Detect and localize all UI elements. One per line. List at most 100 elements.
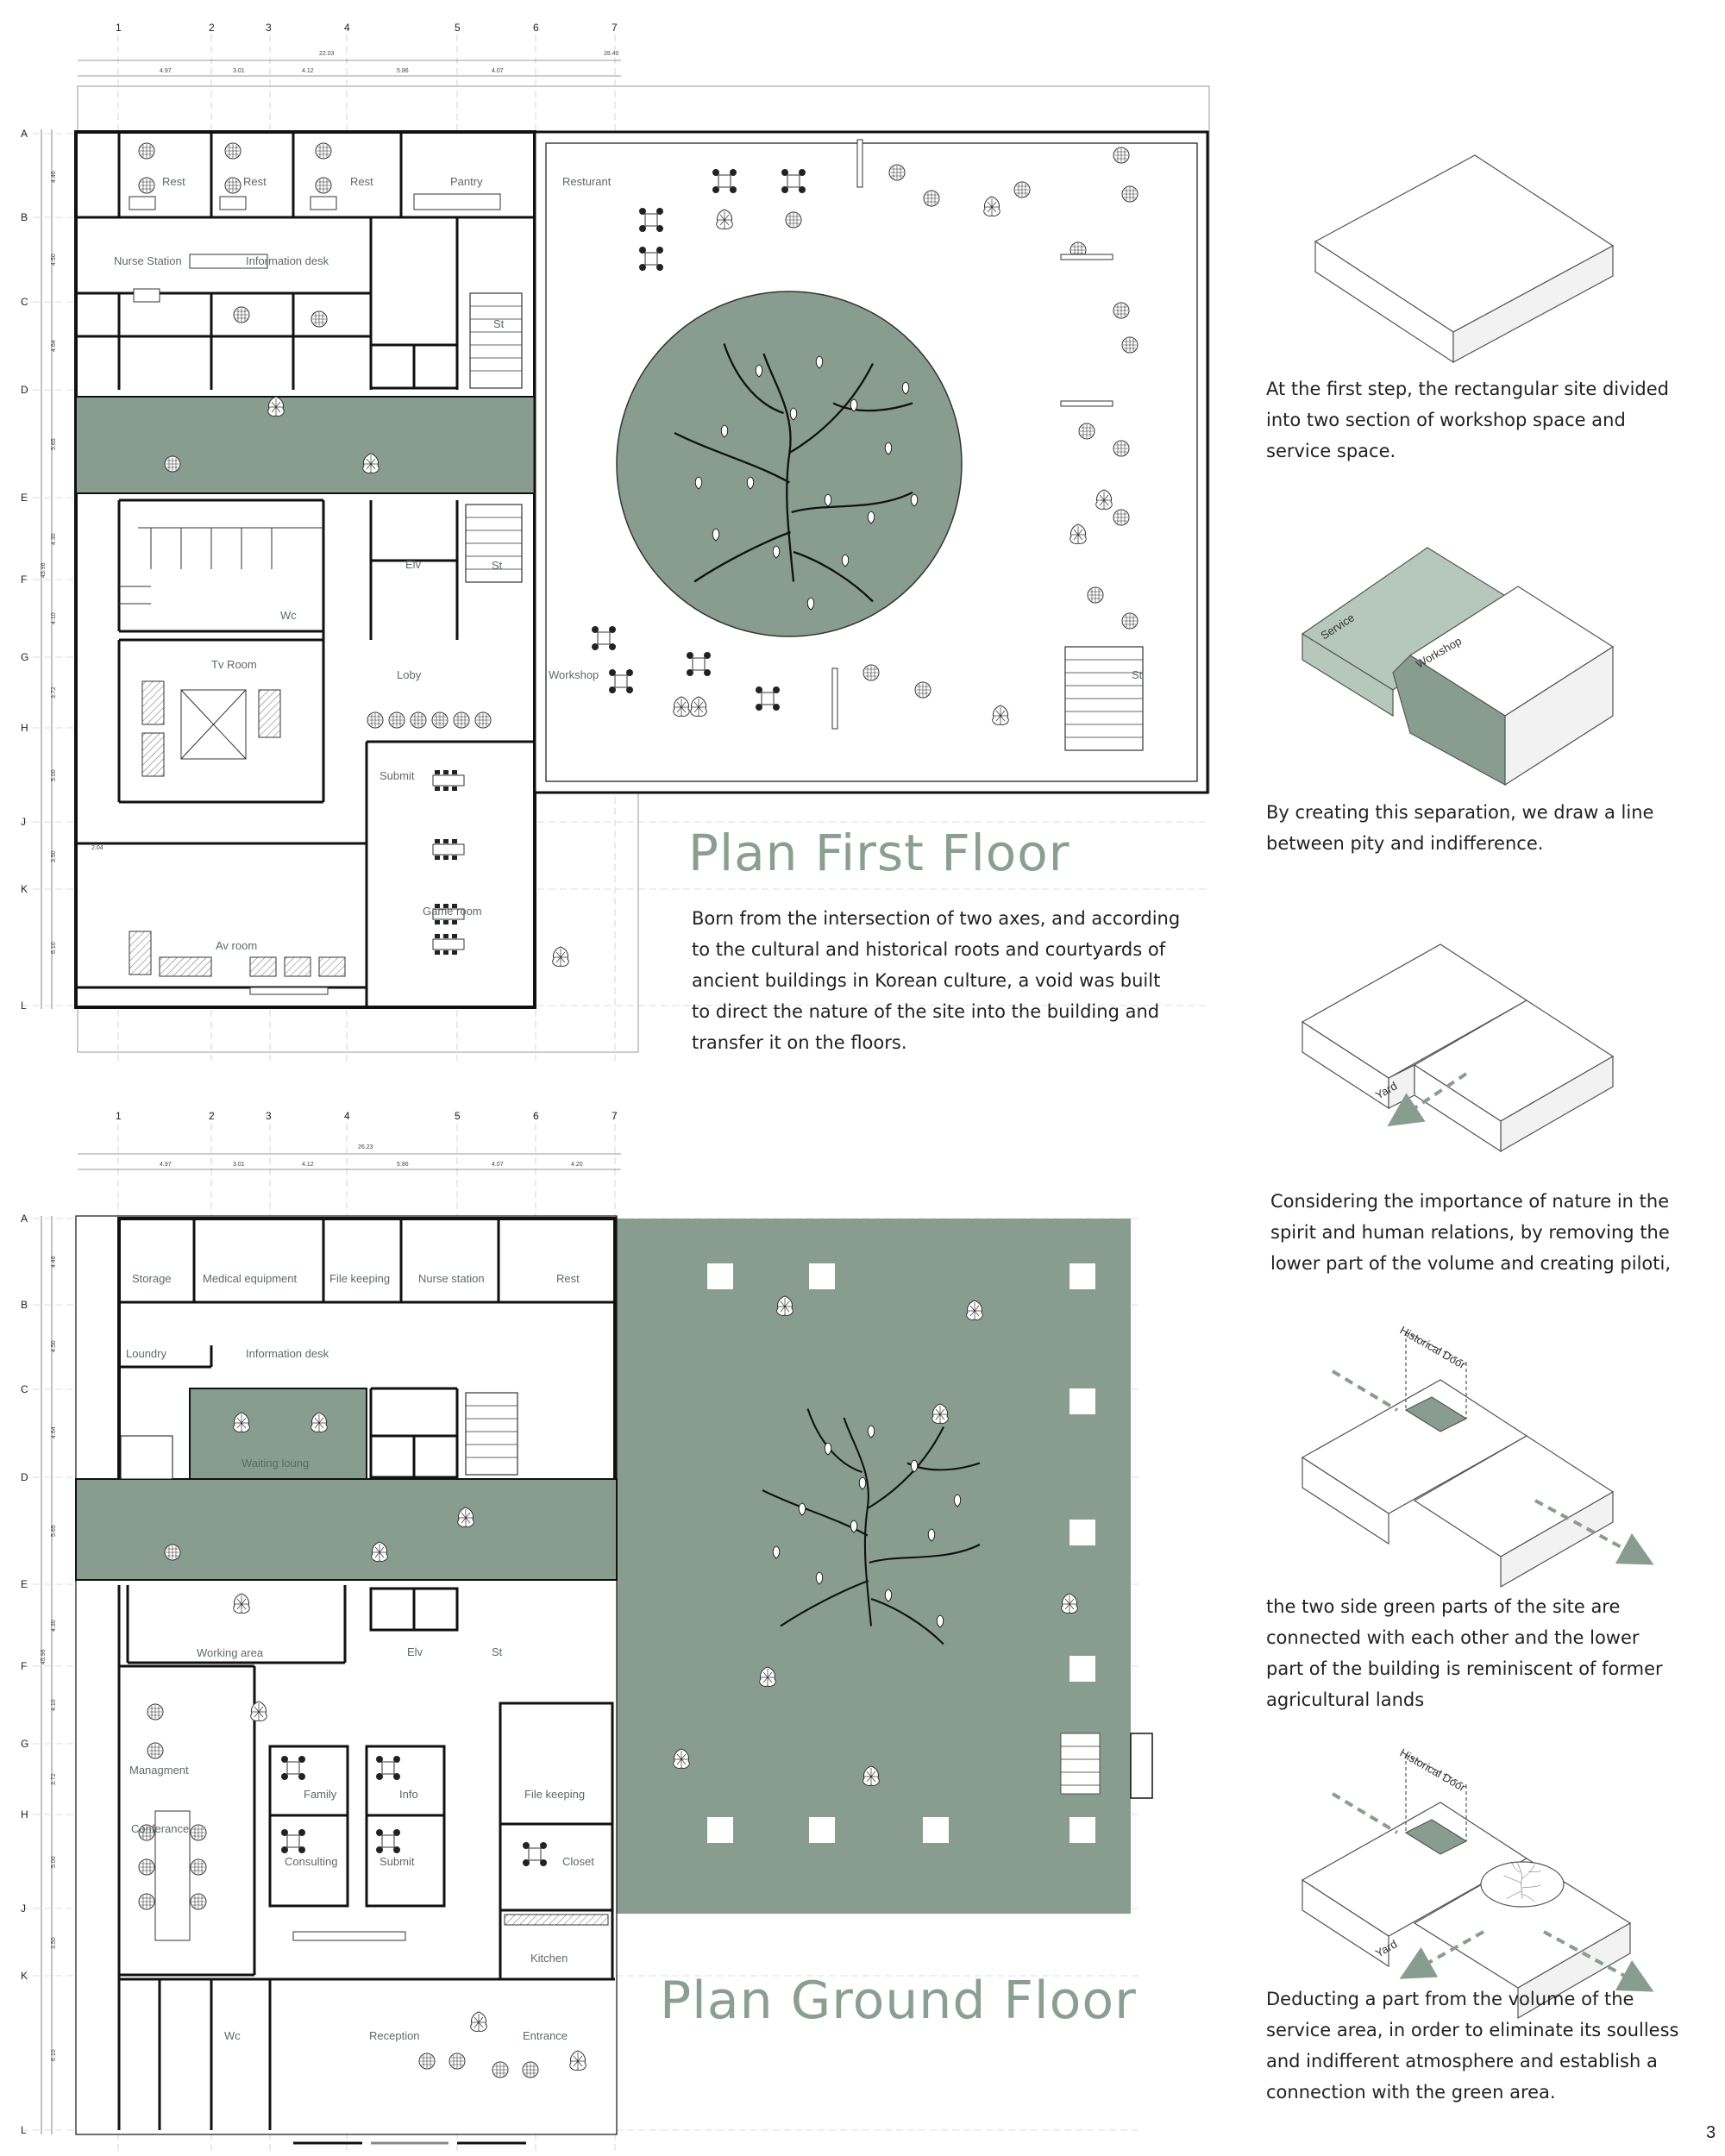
ff-dim-side-7: 3.72 (51, 686, 57, 699)
ff-dim-side-2: 4.50 (51, 254, 57, 266)
gf-room-storage: Storage (132, 1272, 172, 1285)
ff-room-rest-2: Rest (243, 175, 267, 188)
ff-col-axis-4: 4 (344, 22, 350, 34)
ff-row-axis-a: A (21, 128, 28, 140)
gf-room-info: Information desk (246, 1347, 329, 1360)
ff-dim-side-10: 6.10 (51, 942, 57, 954)
gf-row-axis-b: B (21, 1299, 28, 1311)
ff-room-restaurant: Resturant (562, 175, 612, 188)
gf-room-closet: Closet (562, 1855, 594, 1868)
diagram-caption-2: By creating this separation, we draw a l… (1266, 802, 1654, 854)
ff-room-av: Av room (216, 939, 257, 952)
ff-dim-top-2: 3.01 (233, 68, 245, 74)
ff-row-axis-l: L (21, 1000, 27, 1012)
ff-dim-side-4: 5.65 (51, 438, 57, 450)
first-floor-plan: 1 2 3 4 5 6 7 A B C D E F G H J K L 22.0… (21, 22, 1210, 1061)
diagram-label-historical-2: Historical Door (1398, 1746, 1469, 1795)
ff-row-axis-f: F (21, 573, 27, 586)
gf-room-managment: Managment (129, 1764, 189, 1777)
ff-room-game: Game room (423, 905, 482, 918)
gf-dim-side-1: 4.46 (51, 1256, 57, 1268)
gf-room-waiting: Waiting loung (242, 1457, 309, 1470)
ff-row-axis-k: K (21, 883, 28, 895)
gf-dim-side-9: 3.50 (51, 1937, 57, 1949)
ff-dim-side-8: 5.00 (51, 769, 57, 781)
ff-dim-side-6: 4.10 (51, 612, 57, 624)
gf-dim-total: 45.96 (41, 1649, 47, 1664)
ff-room-lobby: Loby (397, 668, 422, 681)
diagram-caption-3: Considering the importance of nature in … (1270, 1191, 1672, 1274)
gf-dim-top-4: 5.86 (397, 1162, 409, 1168)
ff-room-workshop: Workshop (549, 668, 599, 681)
gf-dim-side-5: 4.30 (51, 1620, 57, 1632)
ff-dim-top-1: 4.97 (160, 68, 172, 74)
ff-room-submit: Submit (380, 769, 415, 782)
ff-dim-overall-1: 22.03 (319, 51, 335, 57)
gf-dim-top-2: 3.01 (233, 1162, 245, 1168)
diagram-2-split (1301, 547, 1615, 787)
gf-room-kitchen: Kitchen (530, 1952, 568, 1965)
gf-room-medical: Medical equipment (203, 1272, 298, 1285)
gf-col-axis-6: 6 (533, 1110, 539, 1122)
gf-dim-side-8: 5.00 (51, 1856, 57, 1868)
ff-room-st-2: St (492, 559, 503, 572)
gf-room-submit: Submit (380, 1855, 415, 1868)
gf-room-file-keeping-2: File keeping (524, 1788, 585, 1801)
gf-room-info-2: Info (399, 1788, 418, 1801)
gf-room-entrance: Entrance (523, 2029, 568, 2042)
ff-row-axis-h: H (21, 722, 28, 734)
gf-col-axis-4: 4 (344, 1110, 350, 1122)
ff-room-nurse: Nurse Station (114, 254, 182, 267)
ff-row-axis-j: J (21, 816, 26, 828)
gf-room-family: Family (304, 1788, 337, 1801)
gf-dim-side-7: 3.72 (51, 1773, 57, 1785)
diagram-label-historical-1: Historical Door (1398, 1324, 1469, 1372)
ff-dim-top-5: 4.07 (492, 68, 504, 74)
gf-row-axis-g: G (21, 1738, 28, 1750)
gf-dim-top-5: 4.07 (492, 1162, 504, 1168)
gf-dim-side-2: 4.50 (51, 1340, 57, 1352)
gf-room-elv: Elv (407, 1645, 423, 1658)
ff-row-axis-b: B (21, 211, 28, 223)
gf-room-rest: Rest (556, 1272, 580, 1285)
ff-col-axis-6: 6 (533, 22, 539, 34)
gf-dim-top-3: 4.12 (302, 1162, 314, 1168)
gf-col-axis-3: 3 (266, 1110, 272, 1122)
gf-room-working: Working area (197, 1646, 264, 1659)
ff-row-axis-d: D (21, 384, 28, 396)
ff-room-tv: Tv Room (211, 658, 257, 671)
ground-floor-title: Plan Ground Floor (660, 1971, 1137, 2031)
gf-dim-overall: 26.23 (358, 1144, 373, 1150)
gf-dim-side-6: 4.10 (51, 1699, 57, 1711)
ground-floor-plan: 1 2 3 4 5 6 7 A B C D E F G H J K L 26.2… (21, 1110, 1153, 2152)
ff-dim-top-3: 4.12 (302, 68, 314, 74)
diagram-1-block (1314, 154, 1615, 364)
gf-col-axis-5: 5 (455, 1110, 461, 1122)
ff-col-axis-5: 5 (455, 22, 461, 34)
ff-room-info: Information desk (246, 254, 329, 267)
diagram-5-courtyard (1301, 1754, 1654, 2020)
diagram-caption-4: the two side green parts of the site are… (1266, 1596, 1663, 1710)
gf-dim-top-1: 4.97 (160, 1162, 172, 1168)
ff-room-st-3: St (1132, 668, 1143, 681)
gf-room-consulting: Consulting (285, 1855, 337, 1868)
gf-row-axis-l: L (21, 2124, 27, 2136)
gf-col-axis-1: 1 (116, 1110, 122, 1122)
gf-dim-side-10: 6.10 (51, 2049, 57, 2061)
gf-row-axis-d: D (21, 1471, 28, 1483)
gf-row-axis-f: F (21, 1660, 27, 1672)
diagram-caption-5: Deducting a part from the volume of the … (1266, 1989, 1679, 2103)
gf-room-conference: Conferance (131, 1822, 189, 1835)
gf-col-axis-7: 7 (612, 1110, 618, 1122)
gf-room-wc: Wc (224, 2029, 241, 2042)
gf-dim-top-6: 4.20 (571, 1162, 583, 1168)
ff-dim-top-4: 5.86 (397, 68, 409, 74)
ff-col-axis-1: 1 (116, 22, 122, 34)
diagram-4-historical-door (1301, 1332, 1654, 1589)
ff-row-axis-g: G (21, 651, 28, 663)
gf-room-file-keeping-1: File keeping (329, 1272, 390, 1285)
ff-col-axis-2: 2 (209, 22, 215, 34)
gf-row-axis-h: H (21, 1808, 28, 1821)
ff-dim-overall-2: 28.40 (604, 51, 619, 57)
ff-dim-side-3: 4.64 (51, 340, 57, 352)
